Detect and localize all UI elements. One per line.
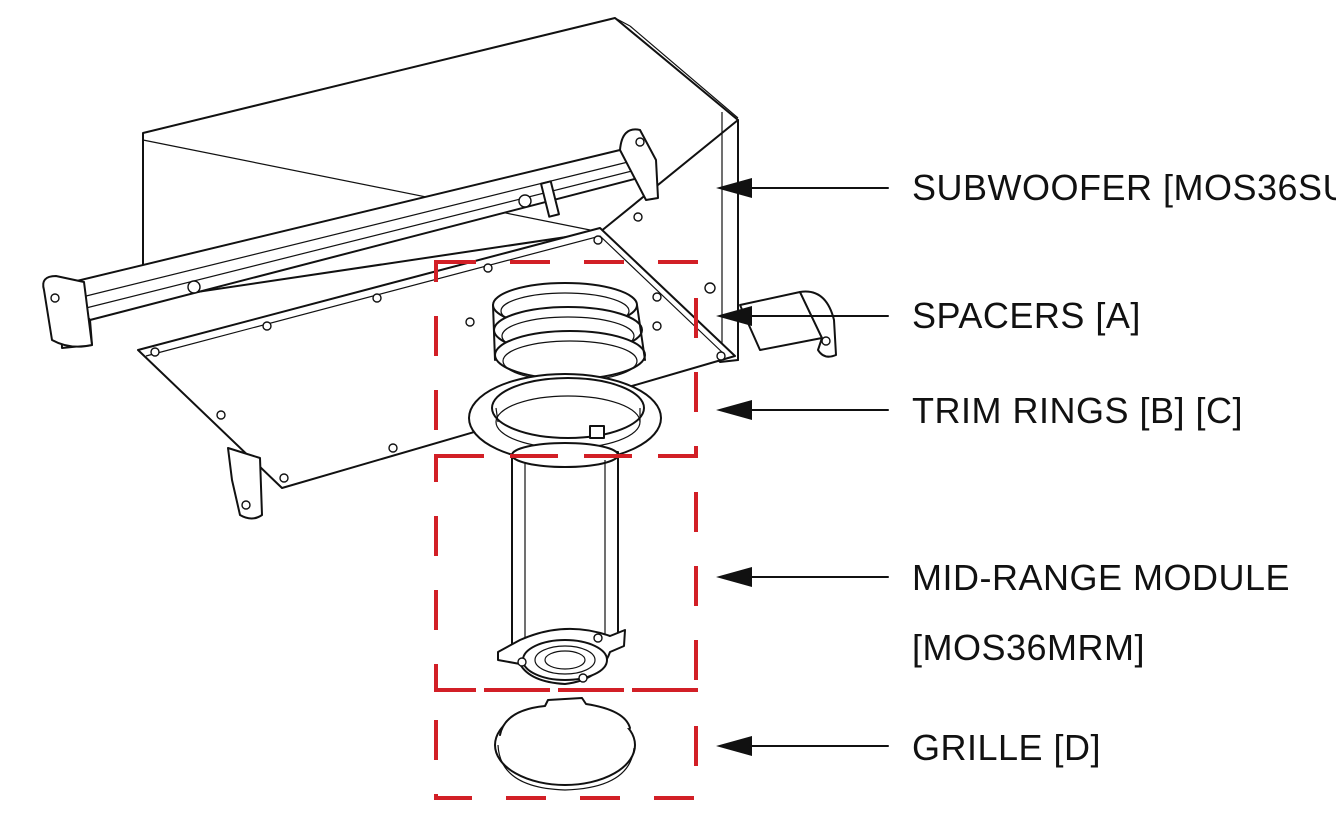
highlight-box-middle	[434, 454, 698, 692]
mid-range-module	[497, 442, 626, 685]
label-trim-rings: TRIM RINGS [B] [C]	[912, 390, 1243, 431]
label-spacers: SPACERS [A]	[912, 295, 1141, 336]
plate-screws	[150, 212, 726, 483]
rail-bracket-top	[619, 128, 659, 201]
label-mid-range-line1: MID-RANGE MODULE	[912, 557, 1290, 598]
arrow-spacers	[716, 306, 889, 326]
arrow-grille	[716, 736, 889, 756]
leader-arrows	[716, 178, 889, 756]
highlight-box-lower	[434, 688, 698, 800]
callout-labels: SUBWOOFER [MOS36SUB] SPACERS [A] TRIM RI…	[912, 167, 1336, 768]
label-mid-range-line2: [MOS36MRM]	[912, 627, 1145, 668]
right-bracket	[739, 290, 837, 358]
label-subwoofer: SUBWOOFER [MOS36SUB]	[912, 167, 1336, 208]
arrow-trim-rings	[716, 400, 889, 420]
lower-left-bracket	[227, 447, 263, 520]
rail-bracket-left	[42, 275, 93, 348]
arrow-subwoofer	[716, 178, 889, 198]
grille	[494, 697, 636, 791]
subwoofer-enclosure	[42, 17, 837, 520]
mounting-rail	[42, 128, 659, 349]
spacers-stack	[492, 282, 646, 382]
arrow-mid-range	[716, 567, 889, 587]
label-grille: GRILLE [D]	[912, 727, 1101, 768]
highlight-boxes	[434, 260, 698, 800]
